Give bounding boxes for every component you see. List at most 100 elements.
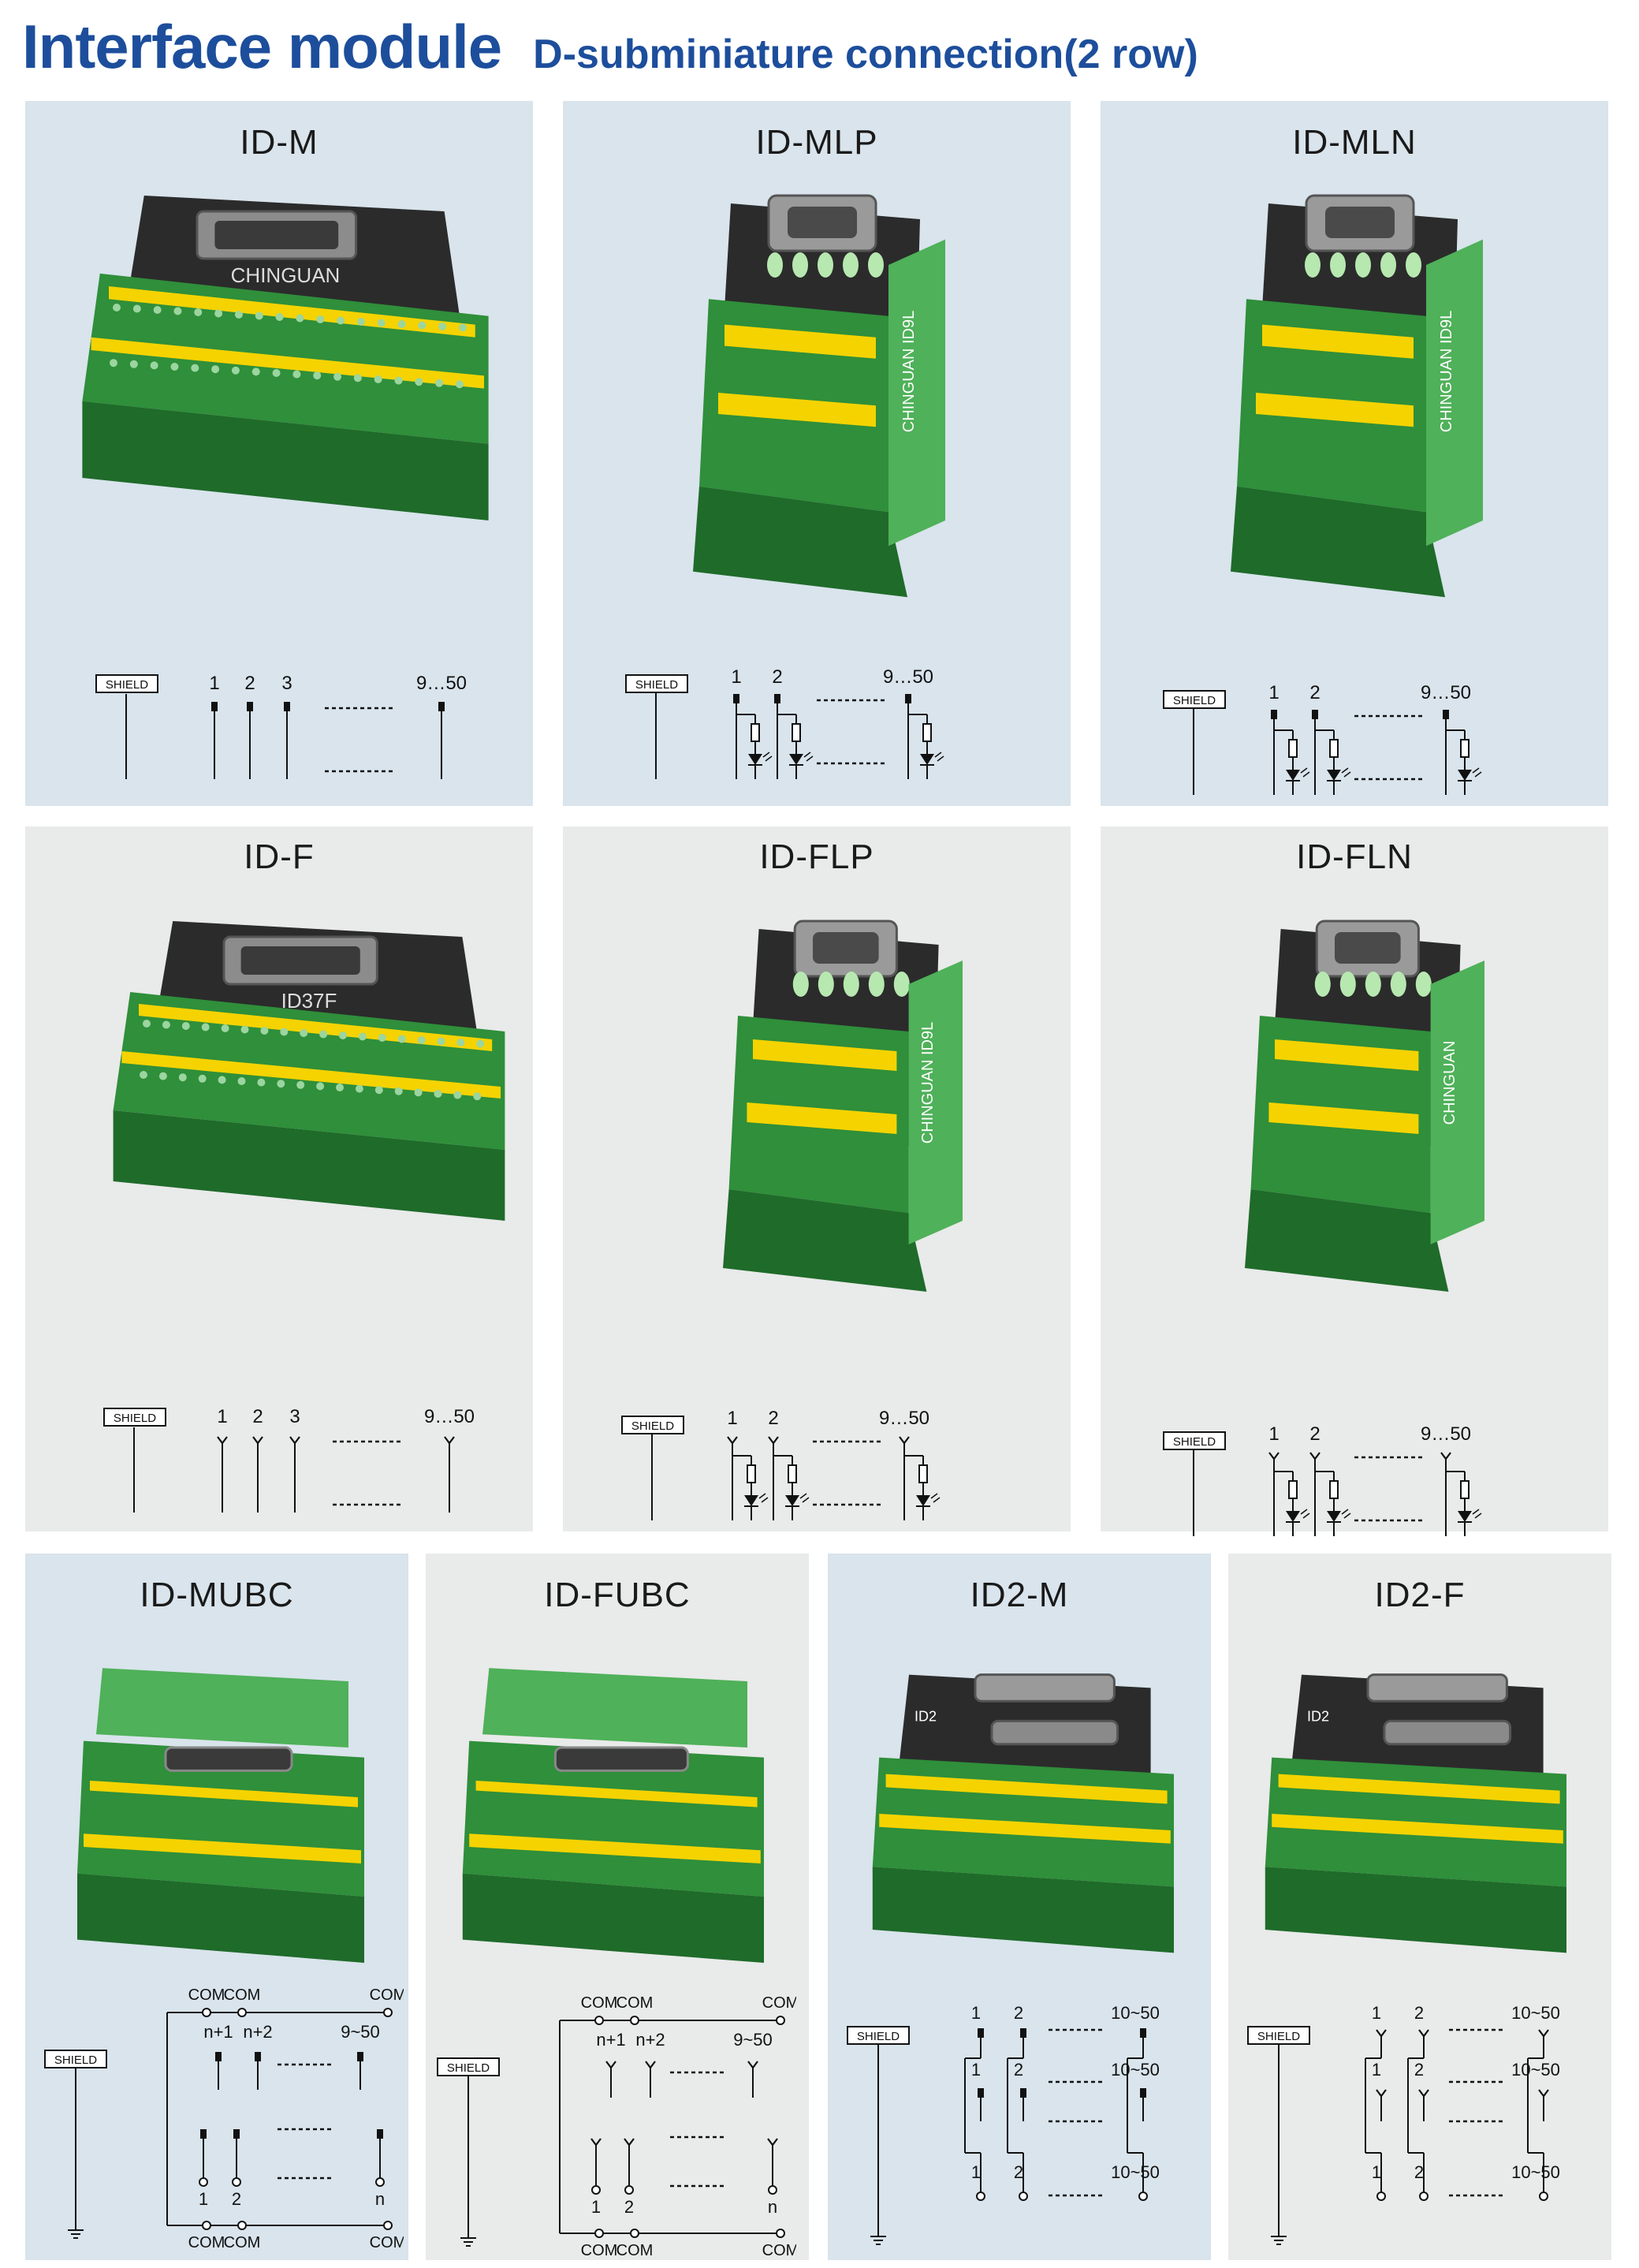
marker-strip	[1256, 393, 1414, 427]
pin-label-top: n+2	[243, 2022, 272, 2042]
led-symbol	[1458, 1509, 1482, 1523]
screw	[132, 304, 141, 313]
panel-title: ID-FLP	[759, 837, 874, 876]
pin-label-top: n+1	[203, 2022, 233, 2042]
screw	[358, 1032, 367, 1041]
screw	[272, 369, 281, 377]
screw	[319, 1030, 328, 1039]
pin-contact	[1140, 2088, 1146, 2098]
pin-label-top: 9…50	[1421, 1423, 1471, 1445]
dsub-pins	[214, 221, 339, 249]
led-indicator	[843, 972, 859, 997]
screw	[456, 1039, 465, 1046]
photo-svg: CHINGUAN	[1245, 920, 1484, 1292]
led-symbol	[1286, 1509, 1310, 1523]
rear-terminal-block	[482, 1668, 747, 1748]
marker-strip	[747, 1102, 897, 1134]
pin-contact	[255, 2052, 261, 2061]
marker-strip	[475, 1781, 758, 1807]
screw	[158, 1072, 167, 1080]
panel-title: ID-M	[240, 123, 318, 162]
socket-contact	[1418, 2089, 1429, 2098]
screw	[337, 316, 345, 325]
pin-label-bottom: n	[768, 2197, 777, 2217]
wiring-schematic: SHIELD11229…509…50--	[1148, 582, 1589, 880]
screw	[435, 379, 444, 387]
product-photo: CHINGUAN ID9L	[661, 180, 977, 606]
screw	[414, 1088, 423, 1097]
screw	[455, 380, 464, 389]
socket-contact	[767, 2138, 778, 2147]
screw	[194, 308, 203, 316]
screw	[280, 1028, 289, 1036]
terminal-circle	[1376, 2192, 1386, 2201]
din-rail-housing	[872, 1867, 1174, 1953]
terminal-circle	[383, 2221, 393, 2230]
product-photo: CHINGUAN	[65, 180, 506, 606]
screw	[353, 374, 362, 382]
com-label-top: COM	[762, 1994, 796, 2012]
screw	[397, 320, 406, 328]
board-label: CHINGUAN ID9L	[1438, 311, 1455, 432]
terminal-circle	[630, 2229, 639, 2238]
pin-label-top: 1	[1268, 1423, 1279, 1445]
led-symbol	[1458, 767, 1482, 781]
terminal-circle	[237, 2008, 247, 2017]
pin-label-top: 2	[244, 673, 255, 694]
pin-label-top: n+2	[635, 2030, 665, 2050]
led-indicator	[1355, 252, 1371, 278]
screw	[458, 323, 467, 332]
screw	[129, 360, 138, 368]
socket-contact	[727, 1436, 738, 1445]
side-housing	[908, 961, 963, 1244]
shield-box	[103, 1408, 166, 1427]
din-rail-housing	[1245, 1189, 1449, 1292]
led-symbol	[789, 752, 814, 766]
screw	[150, 361, 158, 370]
pin-contact	[215, 2052, 222, 2061]
terminal-circle	[237, 2221, 247, 2230]
wiring-schematic: SHIELD11229…509…50--	[1148, 1323, 1589, 1621]
wire	[761, 1497, 769, 1503]
led-triangle	[1458, 770, 1472, 781]
side-housing	[888, 239, 945, 546]
photo-svg	[462, 1668, 764, 1963]
pin-contact	[978, 2088, 984, 2098]
led-symbol	[916, 1493, 941, 1507]
screw	[397, 1035, 406, 1043]
dsub-connector	[1366, 1673, 1508, 1703]
wire	[1343, 1513, 1351, 1519]
com-label-top: COM	[370, 1986, 404, 2004]
screw	[300, 1029, 308, 1037]
pin-label: 10~50	[1111, 2060, 1160, 2080]
pin-label: 2	[1414, 2162, 1424, 2182]
marker-strip	[121, 1051, 501, 1099]
product-photo: CHINGUAN ID9L	[693, 905, 993, 1300]
screw	[394, 1087, 403, 1095]
marker-strip	[91, 337, 484, 389]
pin-label-top: 3	[281, 673, 292, 694]
screw	[296, 314, 304, 323]
pin-label: 1	[971, 2060, 981, 2080]
pin-contact	[284, 702, 290, 711]
dsub-pins	[813, 932, 879, 964]
marker-strip	[1278, 1774, 1560, 1804]
resistor	[1460, 1480, 1470, 1499]
panel-title: ID2-M	[970, 1576, 1069, 1614]
com-label-bottom: COM	[188, 2234, 225, 2247]
terminal-circle	[776, 2229, 785, 2238]
pin-contact	[200, 2129, 207, 2139]
screw	[275, 313, 284, 321]
led-indicator	[767, 252, 783, 278]
product-photo: ID37F	[96, 905, 522, 1300]
pin-contact	[211, 702, 218, 711]
com-label-bottom: COM	[581, 2242, 618, 2255]
wire	[802, 1497, 810, 1503]
pin-contact	[1020, 2088, 1026, 2098]
marker-strip	[879, 1814, 1171, 1844]
resistor	[918, 1464, 928, 1483]
wire	[1300, 767, 1308, 774]
wiring-schematic: SHIELD1122339…509…50	[96, 1307, 506, 1602]
terminal-circle	[232, 2177, 241, 2187]
